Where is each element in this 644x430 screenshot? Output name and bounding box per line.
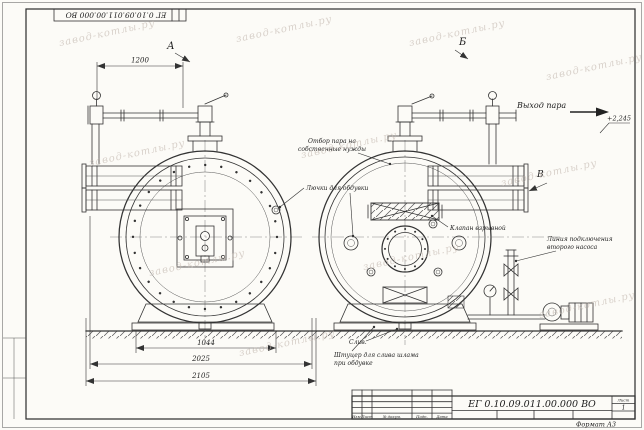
explosion-valve	[367, 202, 443, 221]
svg-text:при обдувке: при обдувке	[334, 360, 373, 367]
view-a-arrow	[174, 52, 191, 63]
svg-text:2105: 2105	[191, 372, 210, 380]
svg-text:+2,245: +2,245	[607, 115, 631, 123]
blow-hatch-left-view	[271, 205, 281, 215]
svg-text:Слив.: Слив.	[349, 339, 367, 346]
view-v-arrow	[528, 182, 548, 192]
dimension-1200: 1200	[96, 57, 184, 108]
title-designation: ЕГ 0.10.09.011.00.000 ВО	[467, 399, 596, 410]
svg-text:2025: 2025	[191, 355, 210, 363]
boiler-rear-view	[312, 91, 560, 345]
front-cover-bolts	[131, 163, 279, 311]
svg-text:Лист: Лист	[360, 414, 373, 419]
feed-pump-unit	[539, 302, 599, 331]
format-label: Формат А3	[576, 421, 616, 429]
annotation-drain: Слив.	[349, 327, 399, 346]
title-sheet-label: Лист	[617, 398, 630, 403]
side-drums-left	[81, 163, 183, 213]
annotation-sludge-fitting: Штуцер для слива шлама при обдувке	[333, 325, 419, 367]
svg-text:Линия подключения: Линия подключения	[546, 236, 613, 243]
title-block: ЕГ 0.10.09.011.00.000 ВО Изм. Лист № док…	[351, 389, 636, 420]
valve-icon	[503, 287, 519, 301]
manhole	[381, 225, 429, 273]
ground-line	[85, 330, 623, 339]
view-b-arrow	[454, 49, 469, 60]
view-label-b: Б	[458, 37, 467, 48]
svg-text:Клапан взрывной: Клапан взрывной	[449, 225, 506, 232]
drain-fitting-right	[398, 322, 412, 330]
svg-text:Отбор пара на: Отбор пара на	[308, 138, 356, 145]
stamp-rotated-designation: ЕГ 0.10.09.011.00.000 ВО	[66, 11, 168, 20]
steam-valve-left	[87, 91, 104, 165]
annotation-blow-hatches: Лючки для обдувки	[278, 185, 369, 238]
safety-valve-assembly-right	[387, 93, 435, 152]
steam-outlet-label: Выход пара	[516, 101, 566, 110]
boiler-front-view	[81, 91, 302, 345]
dimension-2105: 2105	[85, 318, 317, 386]
top-steam-pipe-right	[411, 109, 517, 122]
dimension-1044: 1044	[135, 331, 277, 353]
svg-text:Лючки для обдувки: Лючки для обдувки	[305, 185, 369, 192]
lower-hatch	[382, 286, 428, 304]
svg-text:1044: 1044	[197, 339, 215, 347]
level-mark-2245: +2,245	[599, 115, 631, 134]
steam-outlet-arrow-icon	[570, 107, 609, 117]
safety-valve-assembly-left	[187, 92, 229, 152]
svg-text:Дата: Дата	[435, 414, 448, 419]
sight-fitting	[447, 295, 465, 309]
title-sheet-number: 1	[622, 405, 626, 412]
valve-icon	[503, 263, 519, 277]
furnace-door	[176, 208, 234, 268]
side-drums-right	[427, 163, 529, 213]
drain-fitting-left	[198, 322, 212, 330]
feed-water-piping	[467, 249, 546, 320]
steam-outlet-valve	[485, 91, 500, 165]
pressure-gauge-icon	[483, 284, 497, 298]
svg-text:Подп.: Подп.	[415, 414, 428, 419]
svg-text:Изм.: Изм.	[351, 414, 362, 419]
annotation-explosion-valve: Клапан взрывной	[430, 214, 506, 232]
svg-text:второго насоса: второго насоса	[547, 244, 598, 251]
svg-text:1200: 1200	[131, 57, 149, 65]
view-label-a: А	[166, 41, 175, 52]
annotation-second-pump: Линия подключения второго насоса	[514, 236, 613, 263]
top-steam-pipe-left	[102, 109, 199, 122]
svg-text:собственные нужды: собственные нужды	[298, 146, 366, 153]
annotation-own-needs: Отбор пара на собственные нужды	[298, 138, 392, 166]
svg-text:№ докум.: № докум.	[382, 414, 401, 419]
svg-text:Штуцер для слива шлама: Штуцер для слива шлама	[333, 352, 419, 359]
view-label-v: В	[536, 170, 544, 180]
dimension-2025: 2025	[89, 216, 313, 369]
shell-ports	[343, 219, 467, 277]
